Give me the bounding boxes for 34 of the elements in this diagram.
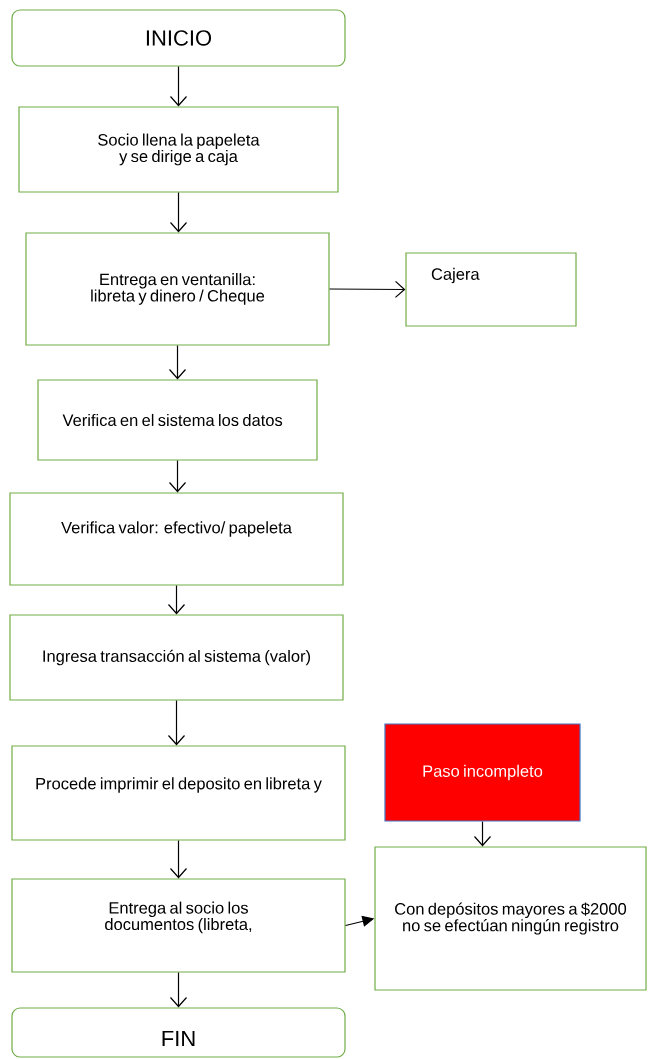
- node-text: Entrega en ventanilla: libreta y dinero / Cheque: [91, 273, 265, 305]
- arrow: [169, 192, 188, 233]
- process-box: [9, 492, 344, 586]
- terminal-box: [11, 1007, 346, 1058]
- terminal-box: [11, 9, 346, 67]
- node-text: Socio llena la papeleta y se dirige a caja: [98, 133, 260, 166]
- arrow: [169, 66, 188, 107]
- process-box: [374, 846, 647, 991]
- node-text: Entrega al socio los documentos (libreta,: [105, 901, 252, 934]
- node-text: Ingresa transacción al sistema (valor): [43, 649, 310, 666]
- process-box: [37, 379, 318, 461]
- warning-box: [384, 723, 581, 822]
- node-text: Verifica en el sistema los datos: [62, 413, 283, 427]
- arrow: [473, 821, 492, 847]
- arrow: [168, 460, 187, 493]
- process-box: [11, 878, 346, 973]
- process-box: [11, 745, 346, 841]
- arrow: [329, 280, 406, 299]
- process-box: [405, 252, 577, 327]
- arrow: [167, 700, 186, 746]
- process-box: [25, 232, 330, 346]
- arrow: [168, 345, 187, 380]
- arrow: [169, 840, 188, 879]
- node-text: Con depósitos mayores a $2000 no se efectúan ningún registro: [395, 902, 627, 935]
- node-text: FIN: [162, 1030, 195, 1047]
- arrow: [167, 585, 186, 615]
- process-box: [18, 106, 339, 193]
- node-text: Verifica valor: efectivo/ papeleta: [61, 521, 292, 537]
- node-text: Cajera: [431, 267, 480, 284]
- node-text: INICIO: [146, 30, 212, 46]
- arrow: [169, 972, 188, 1008]
- node-text: Paso incompleto: [423, 764, 543, 781]
- node-text: Procede imprimir el deposito en libreta y: [36, 777, 322, 793]
- process-box: [9, 614, 344, 701]
